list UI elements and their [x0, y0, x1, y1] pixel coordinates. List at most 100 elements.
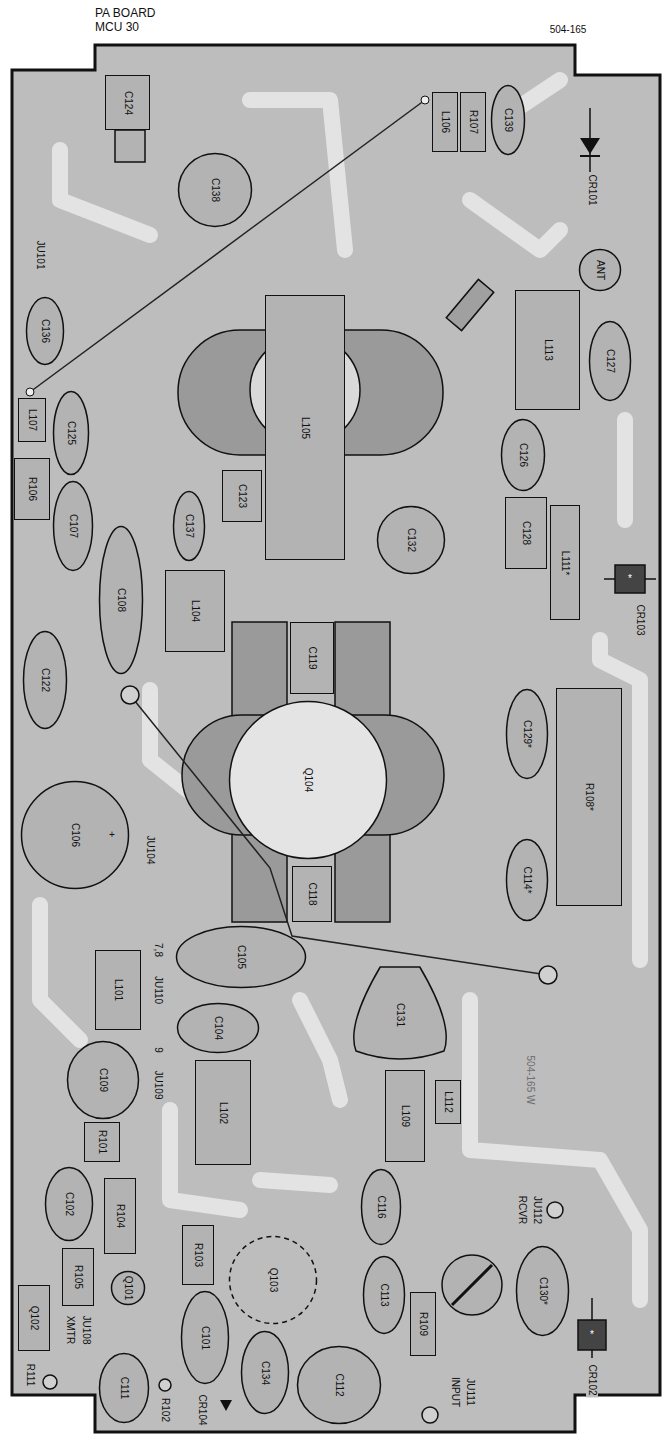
diode-symbol: [580, 138, 600, 154]
part-label: C109: [98, 1068, 108, 1092]
part-label: C112: [334, 1373, 344, 1396]
component-ellipse: [68, 1042, 139, 1119]
solder-pad: [421, 96, 429, 104]
board-outline: [12, 45, 660, 1432]
diode-symbol: [220, 1400, 232, 1411]
part-label: C131: [395, 1003, 405, 1027]
part-label: L105: [300, 416, 310, 438]
component-box: L101: [95, 950, 141, 1030]
component-outline: C122: [22, 630, 68, 730]
diode-lead: [591, 1350, 593, 1358]
solder-pad: [539, 966, 557, 984]
part-label: C138: [210, 178, 220, 202]
copper-trace: [260, 1180, 330, 1185]
component-outline: C132: [376, 505, 446, 575]
component-outline: C116: [360, 1168, 402, 1246]
part-label: C111: [119, 1377, 129, 1399]
component-box: R106: [14, 458, 50, 520]
copper-trace: [250, 100, 345, 250]
part-label: L102: [218, 1101, 228, 1123]
callout-label: R102: [159, 1396, 171, 1424]
component-outline: C101: [180, 1290, 230, 1385]
component-ellipse: [178, 1004, 259, 1053]
component-box: C119: [290, 622, 334, 694]
component-ellipse: [502, 420, 545, 491]
solder-pad: [422, 1407, 438, 1423]
component-outline: C131: [345, 965, 455, 1065]
component-ellipse: [177, 927, 306, 988]
callout-label: RCVR: [516, 1194, 528, 1226]
component-box: L106: [432, 92, 458, 152]
component-ellipse: [174, 492, 205, 561]
component-outline: C137: [172, 490, 206, 562]
part-label: C116: [376, 1195, 386, 1218]
callout-label: JU112: [531, 1194, 543, 1226]
component-ellipse: [100, 527, 143, 674]
component-outline: Q101: [110, 1270, 146, 1306]
component-outline: Q104: [228, 700, 388, 860]
jumper-wire: [30, 100, 425, 392]
part-label: R108*: [584, 783, 594, 811]
component-ellipse: [230, 702, 387, 859]
component-box: Q102: [18, 1285, 50, 1351]
part-label: C128: [521, 521, 531, 545]
part-label: C105: [236, 945, 246, 969]
component-ellipse: [378, 507, 445, 574]
callout-label: CR104: [196, 1392, 208, 1427]
part-label: C132: [406, 528, 416, 552]
callout-label: JU101: [34, 239, 46, 272]
copper-trace: [40, 905, 80, 1040]
part-label: L106: [440, 111, 450, 133]
part-label: C114*: [522, 866, 532, 893]
trimmer-slot: [452, 1265, 492, 1305]
part-label: C139: [503, 108, 513, 132]
part-label: C122: [40, 668, 50, 692]
part-label: Q104: [303, 768, 313, 792]
component-outline: ANT: [578, 248, 622, 292]
component-box: C123: [222, 470, 262, 522]
diode-body: [615, 565, 645, 593]
component-ellipse: [242, 1332, 289, 1414]
callout-label: 7,8: [152, 941, 164, 959]
solder-pad: [43, 1375, 57, 1389]
copper-traces: [40, 80, 640, 1300]
part-label: C104: [213, 1016, 223, 1040]
component-outline: C107: [52, 480, 94, 572]
part-label: C123: [237, 484, 247, 508]
part-label: R107: [468, 110, 478, 134]
part-label: L104: [190, 600, 200, 622]
component-outline: C111: [98, 1352, 150, 1424]
component-outline: C129*: [505, 688, 549, 780]
component-box: R103: [182, 1225, 214, 1285]
component-box: R105: [62, 1248, 94, 1306]
part-label: C126: [518, 443, 528, 467]
component-outline: C134: [240, 1330, 290, 1415]
part-label: C127: [605, 349, 615, 373]
component-outline: C102: [44, 1166, 94, 1242]
part-label: C102: [64, 1192, 74, 1216]
solder-pad: [547, 1202, 563, 1218]
part-label: R106: [27, 477, 37, 501]
component-box: L105: [265, 295, 345, 560]
component-ellipse: [24, 632, 67, 729]
component-ellipse: [182, 1292, 229, 1384]
callout-label: INPUT: [449, 1375, 461, 1409]
trimmer-body: [442, 1255, 502, 1315]
component-ellipse: [580, 250, 621, 291]
part-label: C134: [260, 1361, 270, 1385]
component-ellipse: [179, 154, 252, 227]
component-ellipse: [22, 782, 129, 889]
component-outline: C108: [98, 525, 144, 675]
solder-pad: [26, 388, 34, 396]
component-box: L111*: [550, 505, 580, 620]
component-box: L113: [515, 290, 580, 410]
part-label: L109: [400, 1105, 410, 1127]
component-ellipse: [362, 1170, 401, 1245]
component-outline: C105: [175, 925, 307, 989]
copper-trace: [470, 200, 560, 250]
solder-pad: [121, 686, 139, 704]
part-label: R105: [73, 1265, 83, 1289]
component-body: [446, 279, 493, 330]
copper-trace: [300, 1000, 340, 1100]
